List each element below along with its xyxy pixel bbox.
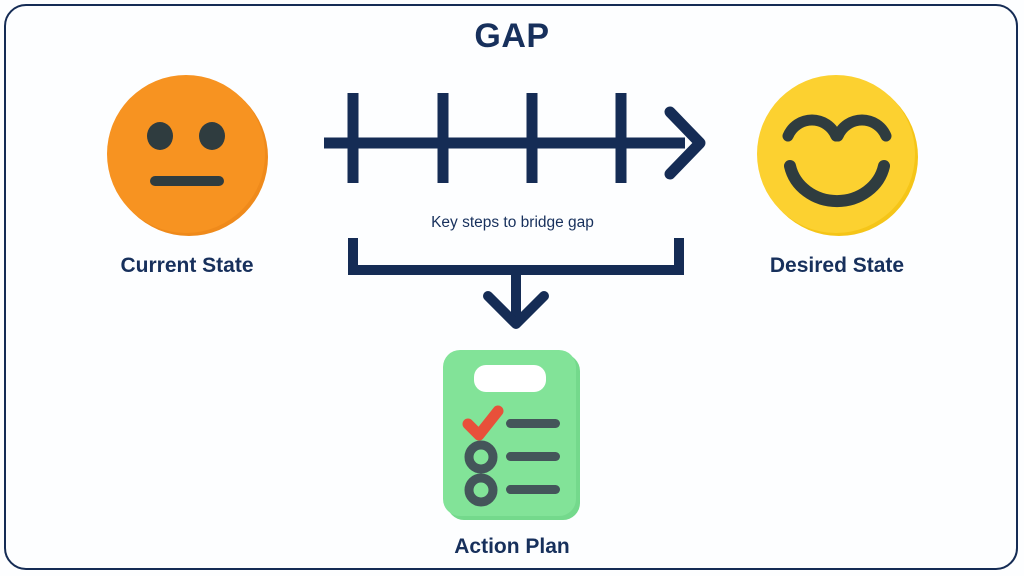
page-title: GAP xyxy=(474,17,550,55)
bracket-down-arrow-icon xyxy=(336,234,696,339)
desired-state-group: Desired State xyxy=(707,70,967,278)
current-state-group: Current State xyxy=(57,70,317,278)
bridge-gap-caption: Key steps to bridge gap xyxy=(431,214,594,231)
clipboard-checklist-icon xyxy=(382,347,642,523)
right-arrow-with-steps-icon xyxy=(320,82,710,207)
action-plan-group: Action Plan xyxy=(382,347,642,559)
neutral-face-icon xyxy=(57,70,317,240)
desired-state-label: Desired State xyxy=(769,254,905,277)
action-plan-label: Action Plan xyxy=(454,535,570,558)
happy-face-icon xyxy=(707,70,967,240)
current-state-label: Current State xyxy=(120,254,254,277)
